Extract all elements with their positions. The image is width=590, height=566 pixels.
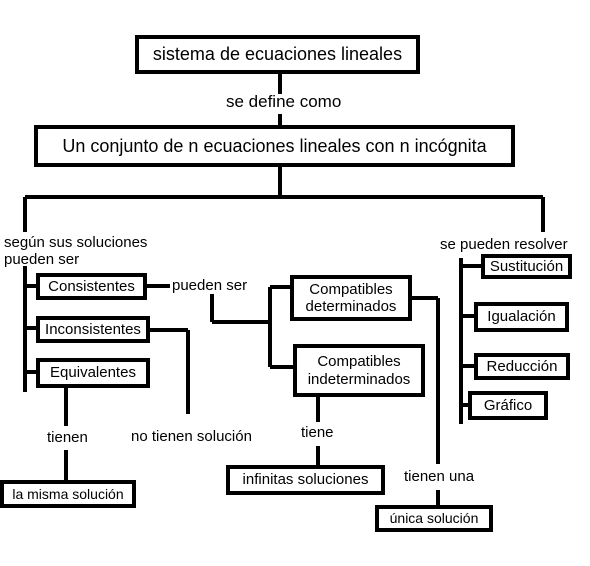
definition-box: Un conjunto de n ecuaciones lineales con… (34, 125, 515, 167)
inconsistentes-box: Inconsistentes (36, 316, 150, 343)
link-no-tienen-solucion: no tienen solución (131, 428, 252, 445)
link-se-pueden-resolver: se pueden resolver (440, 236, 568, 253)
link-tienen-una: tienen una (404, 468, 475, 485)
equivalentes-box: Equivalentes (36, 358, 150, 388)
reduccion-box: Reducción (474, 353, 570, 380)
link-tienen: tienen (47, 429, 88, 446)
root-concept-box: sistema de ecuaciones lineales (135, 35, 420, 74)
misma-solucion-box: la misma solución (0, 480, 136, 508)
sustitucion-box: Sustitución (481, 254, 572, 279)
link-pueden-ser: pueden ser (172, 277, 248, 294)
link-tiene: tiene (301, 424, 334, 441)
link-se-define-como: se define como (226, 92, 342, 111)
infinitas-soluciones-box: infinitas soluciones (226, 465, 385, 495)
compatibles-determinados-box: Compatibles determinados (290, 275, 412, 321)
link-segun-soluciones: según sus soluciones pueden ser (4, 234, 148, 268)
grafico-box: Gráfico (468, 391, 548, 420)
consistentes-box: Consistentes (36, 273, 147, 300)
unica-solucion-box: única solución (375, 505, 493, 532)
igualacion-box: Igualación (474, 302, 569, 332)
compatibles-indeterminados-box: Compatibles indeterminados (293, 344, 425, 397)
